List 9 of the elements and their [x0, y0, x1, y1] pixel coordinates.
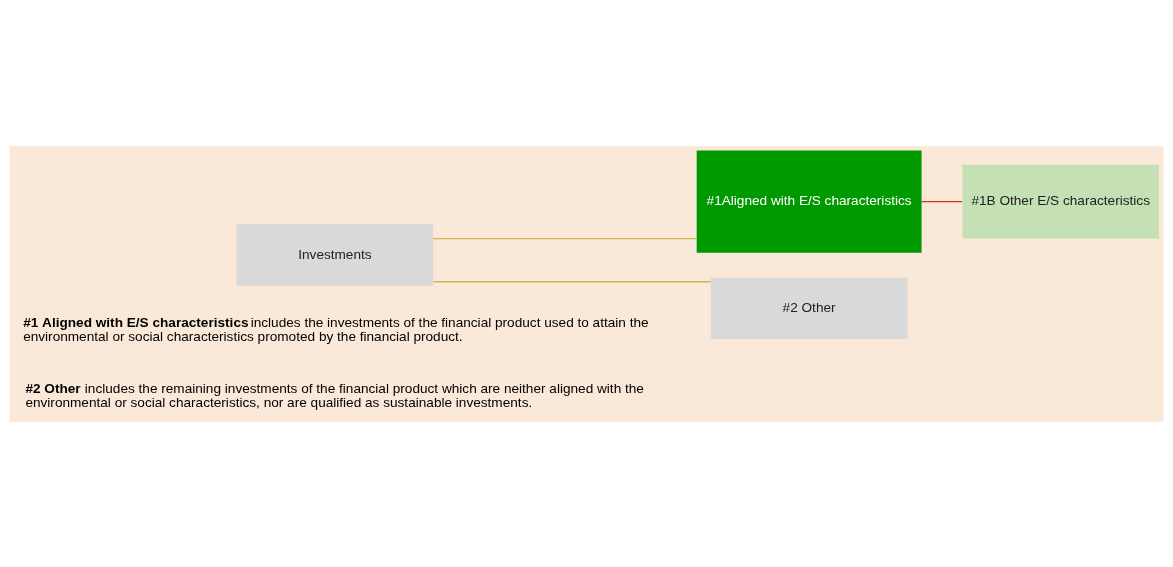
- label: #1 Aligned with E/S characteristics includes the investments of the financial product used to attain the environmental or social characteristics promoted by the financial product.: [23, 314, 649, 344]
- connector: [432, 280, 712, 282]
- node-box: #1B Other E/S characteristics: [962, 164, 1159, 239]
- node-box: #2 Other: [710, 277, 908, 339]
- node-box: #1Aligned with E/S characteristics: [696, 150, 922, 253]
- label: #2 Other includes the remaining investments of the financial product which are neither aligned with the environmental or social characteristics, nor are qualified as sustainable investments.: [25, 380, 644, 410]
- node-box: Investments: [236, 223, 434, 286]
- connector: [921, 200, 963, 202]
- connector: [432, 237, 698, 239]
